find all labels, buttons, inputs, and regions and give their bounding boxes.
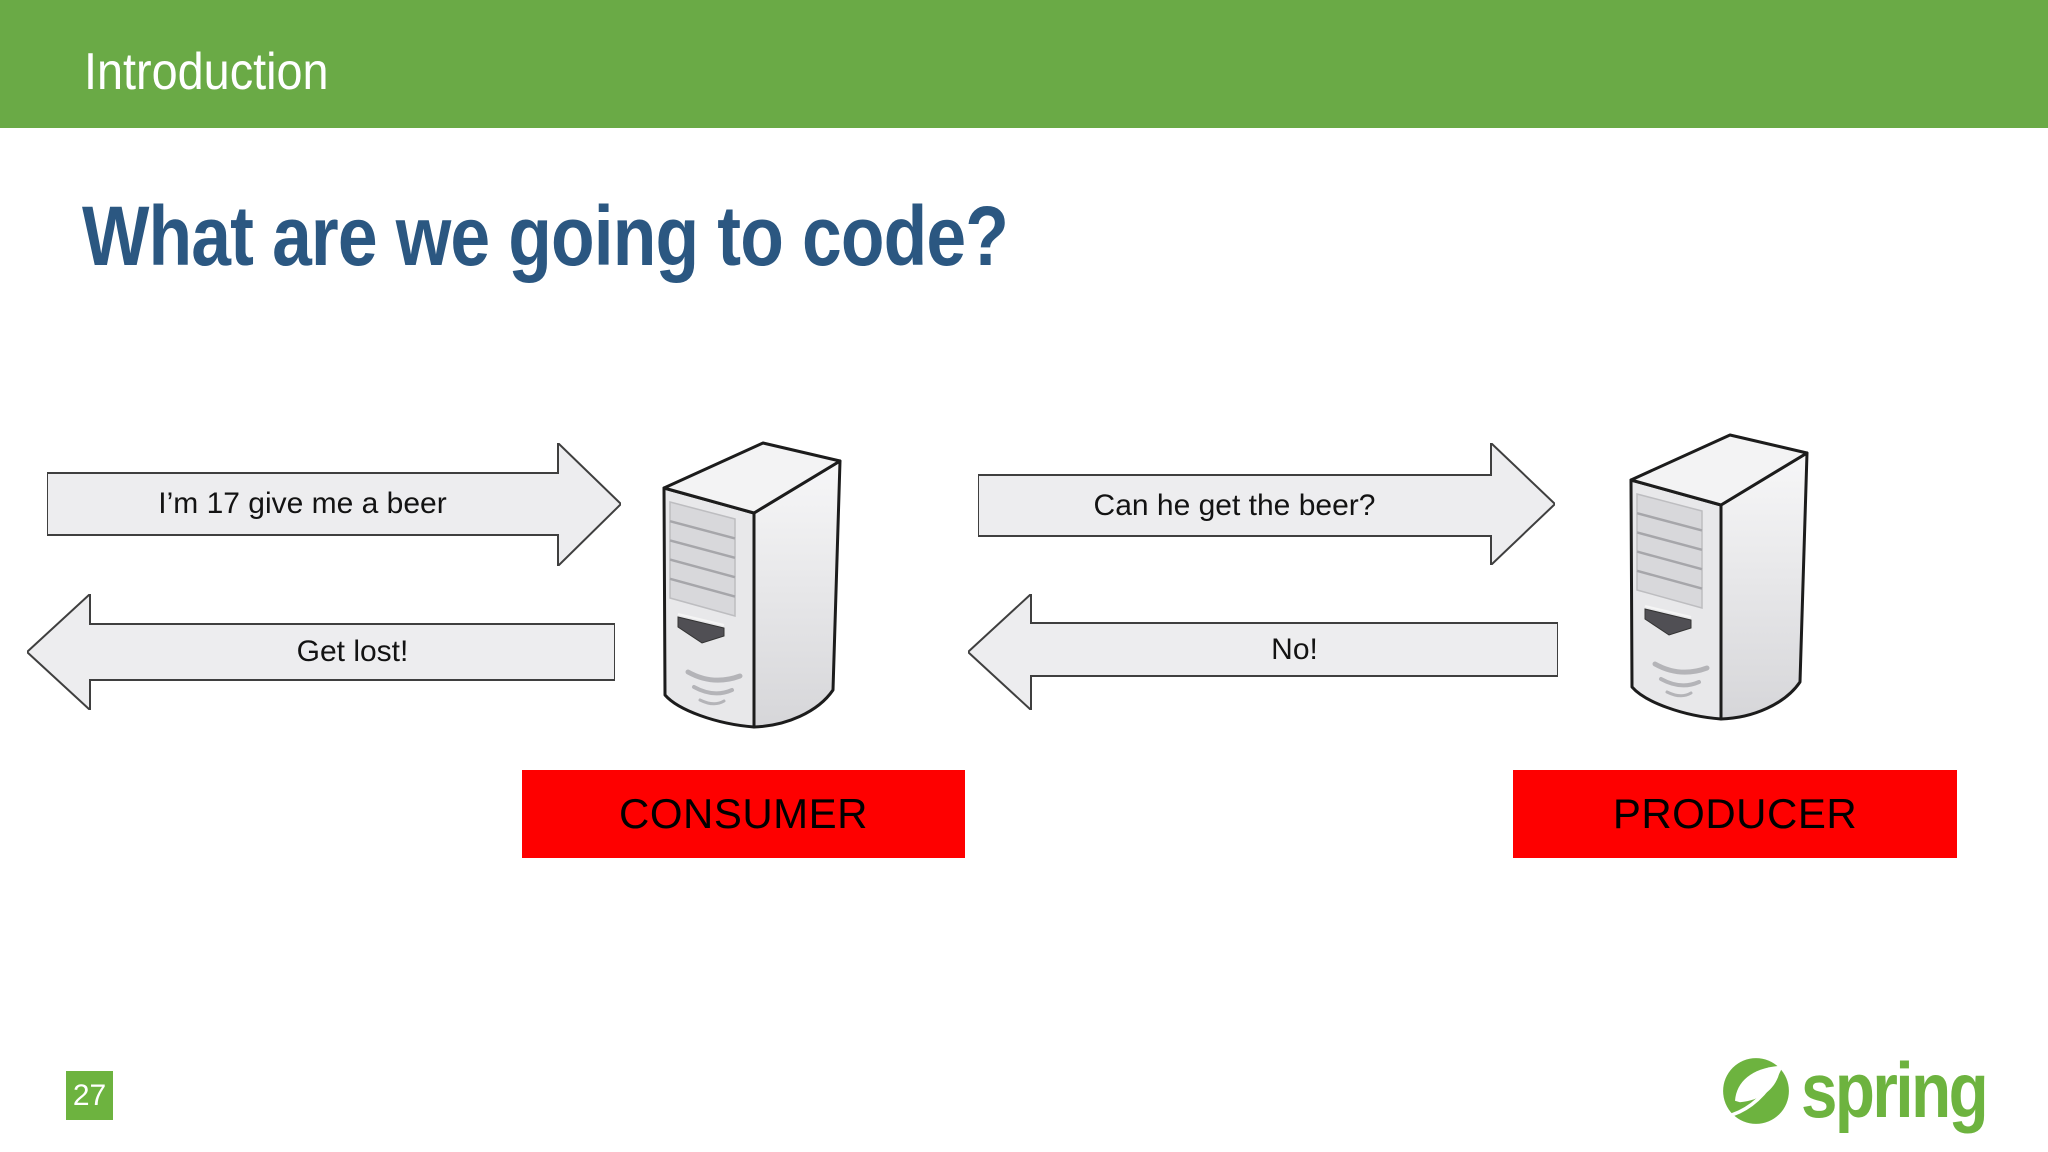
slide-header-bar: Introduction: [0, 0, 2048, 128]
arrow-response-from-producer: No!: [968, 594, 1558, 710]
spring-leaf-icon: [1723, 1058, 1789, 1124]
consumer-label: CONSUMER: [522, 770, 965, 858]
server-icon: [1629, 433, 1809, 721]
arrow-response-from-consumer: Get lost!: [27, 594, 615, 710]
section-title: Introduction: [84, 43, 329, 101]
arrow-request-to-consumer: I’m 17 give me a beer: [47, 443, 621, 566]
arrow-label: Get lost!: [296, 635, 409, 668]
brand-logo: spring: [1721, 1046, 2048, 1140]
slide-title: What are we going to code?: [82, 189, 1009, 283]
arrow-label: Can he get the beer?: [1093, 488, 1376, 522]
producer-label: PRODUCER: [1513, 770, 1957, 858]
right-arrow-icon: [978, 443, 1555, 565]
brand-wordmark: spring: [1801, 1046, 1989, 1134]
left-arrow-icon: [968, 594, 1558, 710]
page-number-badge: 27: [66, 1071, 113, 1120]
right-arrow-icon: [47, 443, 621, 566]
left-arrow-icon: [27, 594, 615, 710]
arrow-label: I’m 17 give me a beer: [158, 487, 447, 520]
arrow-label: No!: [1271, 632, 1318, 666]
arrow-request-to-producer: Can he get the beer?: [978, 443, 1555, 565]
server-icon: [662, 441, 842, 729]
